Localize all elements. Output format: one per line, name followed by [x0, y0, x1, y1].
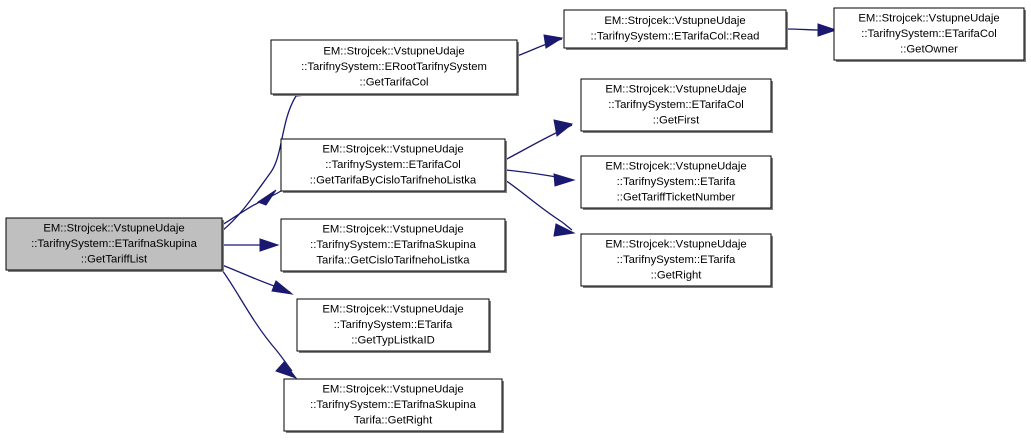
arrowhead-icon [817, 23, 838, 37]
edge-gettarifabycislo-to-getfirst [504, 119, 574, 161]
edge-line [221, 269, 293, 372]
arrowhead-icon [271, 280, 294, 295]
edge-gettarifabycislo-to-getright-tarifa [504, 179, 576, 237]
node-etarifnaskupinatarifa-getcislotarifnaholistka[interactable]: EM::Strojcek::VstupneUdaje::TarifnySyste… [280, 218, 507, 273]
node-gettarifflist[interactable]: EM::Strojcek::VstupneUdaje::TarifnySyste… [5, 217, 224, 272]
node-label-line: EM::Strojcek::VstupneUdaje [605, 160, 746, 172]
node-rect[interactable] [833, 7, 1025, 61]
edge-gettarifflist-to-gettyplistkaid [221, 264, 294, 295]
node-label-line: ::GetTariffList [81, 253, 148, 265]
node-label-line: EM::Strojcek::VstupneUdaje [322, 303, 463, 315]
node-rect[interactable] [280, 138, 506, 192]
node-label-line: EM::Strojcek::VstupneUdaje [604, 15, 745, 27]
node-rect[interactable] [580, 155, 772, 209]
node-label-line: Tarifa::GetRight [354, 414, 433, 426]
arrowhead-icon [553, 223, 576, 237]
node-etarifnaskupinatarifa-getright[interactable]: EM::Strojcek::VstupneUdaje::TarifnySyste… [283, 378, 504, 433]
node-etarifacol-read[interactable]: EM::Strojcek::VstupneUdaje::TarifnySyste… [563, 9, 788, 50]
node-etarifa-gettariffticketnumber[interactable]: EM::Strojcek::VstupneUdaje::TarifnySyste… [580, 155, 773, 210]
node-erootarifnysystem-gettarifacol[interactable]: EM::Strojcek::VstupneUdaje::TarifnySyste… [270, 39, 519, 96]
node-label-line: ::GetTypListkaID [351, 334, 435, 346]
edge-gettarifflist-to-getright-skupina [221, 269, 298, 380]
node-label-line: ::GetTarifaByCisloTarifnehoListka [310, 174, 477, 186]
node-label-line: ::TarifnySystem::ETarifa [617, 254, 736, 266]
node-label-line: ::TarifnySystem::ETarifaCol::Read [591, 31, 760, 43]
node-rect[interactable] [5, 217, 223, 271]
node-rect[interactable] [283, 378, 503, 432]
edge-gettarifabycislo-to-gettariffticketnumber [504, 169, 576, 187]
edge-read-to-getowner [785, 23, 838, 37]
node-label-line: EM::Strojcek::VstupneUdaje [322, 223, 463, 235]
node-label-line: ::GetRight [651, 269, 703, 281]
node-label-line: ::GetFirst [653, 114, 700, 126]
node-etarifacol-gettarifabycislotarifnaholistka[interactable]: EM::Strojcek::VstupneUdaje::TarifnySyste… [280, 138, 507, 193]
node-label-line: ::TarifnySystem::ETarifa [334, 319, 453, 331]
node-label-line: EM::Strojcek::VstupneUdaje [322, 143, 463, 155]
node-label-line: Tarifa::GetCisloTarifnehoListka [316, 254, 470, 266]
arrowhead-icon [259, 238, 280, 252]
node-label-line: EM::Strojcek::VstupneUdaje [858, 12, 999, 24]
node-label-line: EM::Strojcek::VstupneUdaje [323, 45, 464, 57]
arrowhead-icon [553, 173, 576, 187]
node-rect[interactable] [580, 78, 772, 132]
edges-layer [221, 23, 838, 380]
node-label-line: EM::Strojcek::VstupneUdaje [605, 238, 746, 250]
node-label-line: ::TarifnySystem::ETarifaCol [325, 159, 461, 171]
edge-gettarifacol-to-read [516, 34, 564, 57]
edge-gettarifflist-to-getcislotarifnaholistka [222, 238, 280, 252]
node-etarifacol-getfirst[interactable]: EM::Strojcek::VstupneUdaje::TarifnySyste… [580, 78, 773, 133]
node-label-line: ::GetTarifaCol [359, 76, 428, 88]
node-etarifacol-getowner[interactable]: EM::Strojcek::VstupneUdaje::TarifnySyste… [833, 7, 1026, 62]
nodes-layer: EM::Strojcek::VstupneUdaje::TarifnySyste… [5, 7, 1026, 433]
node-etarifa-getright[interactable]: EM::Strojcek::VstupneUdaje::TarifnySyste… [580, 233, 773, 288]
node-label-line: ::TarifnySystem::ETarifnaSkupina [31, 238, 197, 250]
node-etarifa-gettyplistkaid[interactable]: EM::Strojcek::VstupneUdaje::TarifnySyste… [296, 298, 491, 353]
node-label-line: ::GetOwner [900, 43, 958, 55]
node-label-line: ::TarifnySystem::ETarifaCol [608, 99, 744, 111]
node-label-line: EM::Strojcek::VstupneUdaje [322, 383, 463, 395]
edge-line [785, 28, 821, 31]
node-label-line: ::TarifnySystem::ETarifa [617, 176, 736, 188]
node-rect[interactable] [580, 233, 772, 287]
node-rect[interactable] [296, 298, 490, 352]
arrowhead-icon [553, 119, 574, 137]
node-rect[interactable] [270, 39, 518, 95]
node-label-line: EM::Strojcek::VstupneUdaje [605, 83, 746, 95]
edge-line [221, 95, 297, 232]
node-label-line: ::TarifnySystem::ETarifaCol [861, 28, 997, 40]
node-rect[interactable] [563, 9, 787, 49]
node-label-line: ::GetTariffTicketNumber [617, 191, 736, 203]
node-label-line: ::TarifnySystem::ERootTarifnySystem [301, 61, 487, 73]
node-label-line: ::TarifnySystem::ETarifnaSkupina [310, 239, 476, 251]
node-rect[interactable] [280, 218, 506, 272]
edge-line [504, 179, 573, 231]
arrowhead-icon [275, 361, 298, 380]
edge-gettarifflist-to-gettarifabycislo [221, 189, 282, 226]
arrowhead-icon [256, 189, 277, 206]
node-label-line: ::TarifnySystem::ETarifnaSkupina [310, 399, 476, 411]
arrowhead-icon [543, 34, 564, 49]
node-label-line: EM::Strojcek::VstupneUdaje [43, 222, 184, 234]
